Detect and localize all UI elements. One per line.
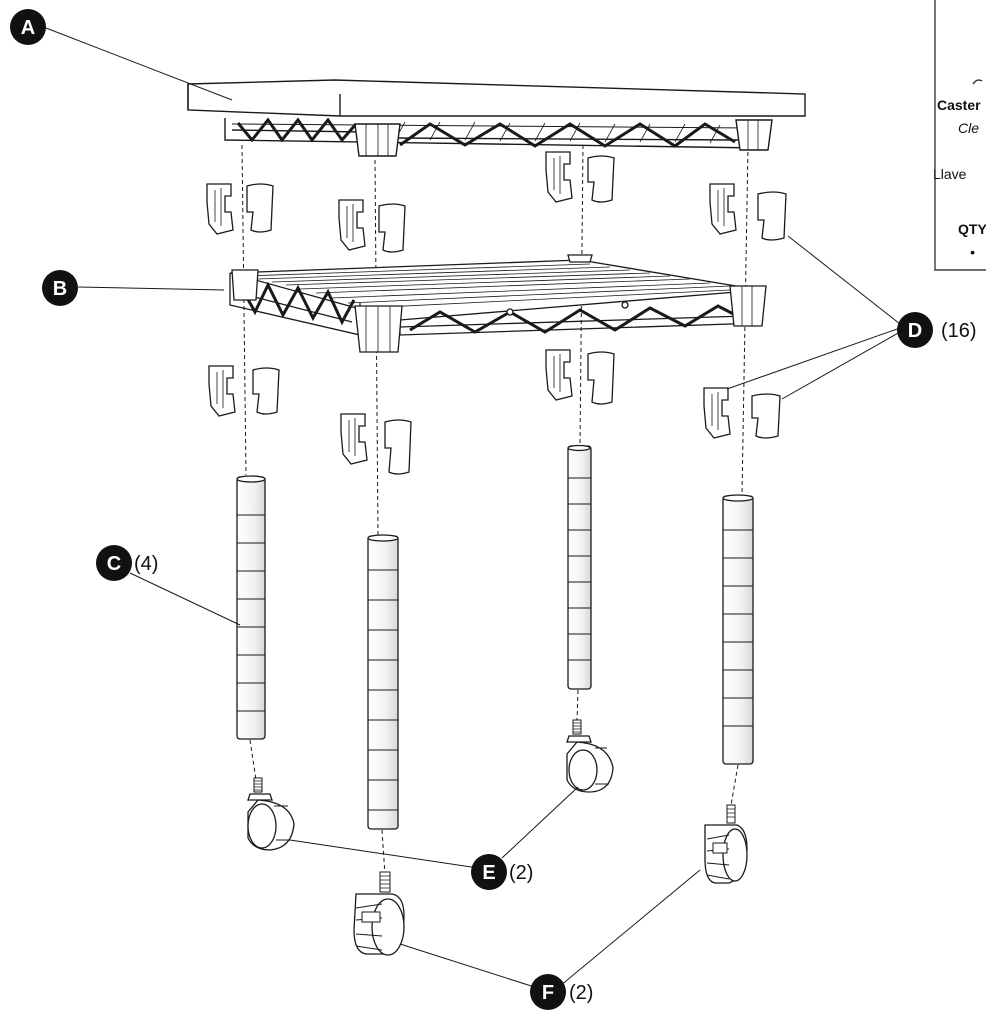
hardware-inset: Caster Cle Llave QTY • <box>933 0 986 271</box>
caster <box>353 871 405 956</box>
clip-pair <box>340 413 412 475</box>
part-b-letter: B <box>53 278 67 300</box>
clip-pair <box>338 199 406 253</box>
clip-pair <box>208 365 280 417</box>
part-e-qty: (2) <box>509 862 533 884</box>
post <box>722 494 754 765</box>
part-d-badge <box>897 312 933 348</box>
part-f-badge <box>530 974 566 1010</box>
part-f-letter: F <box>542 982 554 1004</box>
post <box>367 534 399 830</box>
clip-pair <box>545 151 615 203</box>
part-b-callout: B <box>42 270 78 306</box>
leader-lines <box>45 27 901 993</box>
part-a-badge <box>10 9 46 45</box>
top-board-a <box>187 79 806 157</box>
sleeve-clips-d <box>206 151 787 475</box>
clip-pair <box>709 183 787 241</box>
part-c-qty: (4) <box>134 553 158 575</box>
inset-qty-label: QTY <box>958 221 986 237</box>
part-e-badge <box>471 854 507 890</box>
part-d-qty: (16) <box>941 320 977 342</box>
inset-qty-value: • <box>970 244 975 260</box>
part-c-letter: C <box>107 553 121 575</box>
part-b-badge <box>42 270 78 306</box>
caster <box>704 804 748 884</box>
clip-pair <box>545 349 615 405</box>
part-c-callout: C (4) <box>96 545 158 581</box>
part-f-callout: F (2) <box>530 974 593 1010</box>
post <box>236 475 266 740</box>
caster <box>247 777 295 851</box>
part-a-callout: A <box>10 9 46 45</box>
wire-shelf-grid <box>244 263 751 309</box>
wire-shelf-b <box>229 254 767 353</box>
clip-pair <box>703 387 781 439</box>
inset-key-label: Cle <box>958 120 979 136</box>
casters-f <box>353 804 748 956</box>
post <box>567 444 592 690</box>
inset-caster-label: Caster <box>937 97 981 113</box>
part-e-letter: E <box>482 862 495 884</box>
part-e-callout: E (2) <box>471 854 533 890</box>
part-f-qty: (2) <box>569 982 593 1004</box>
part-c-badge <box>96 545 132 581</box>
clip-pair <box>206 183 274 235</box>
part-d-letter: D <box>908 320 922 342</box>
part-a-letter: A <box>21 17 35 39</box>
inset-llave-label: Llave <box>933 166 967 182</box>
casters-e <box>247 719 614 851</box>
assembly-guide-lines <box>241 144 749 876</box>
caster <box>566 719 614 793</box>
posts-c <box>236 444 754 830</box>
part-d-callout: D (16) <box>897 312 977 348</box>
